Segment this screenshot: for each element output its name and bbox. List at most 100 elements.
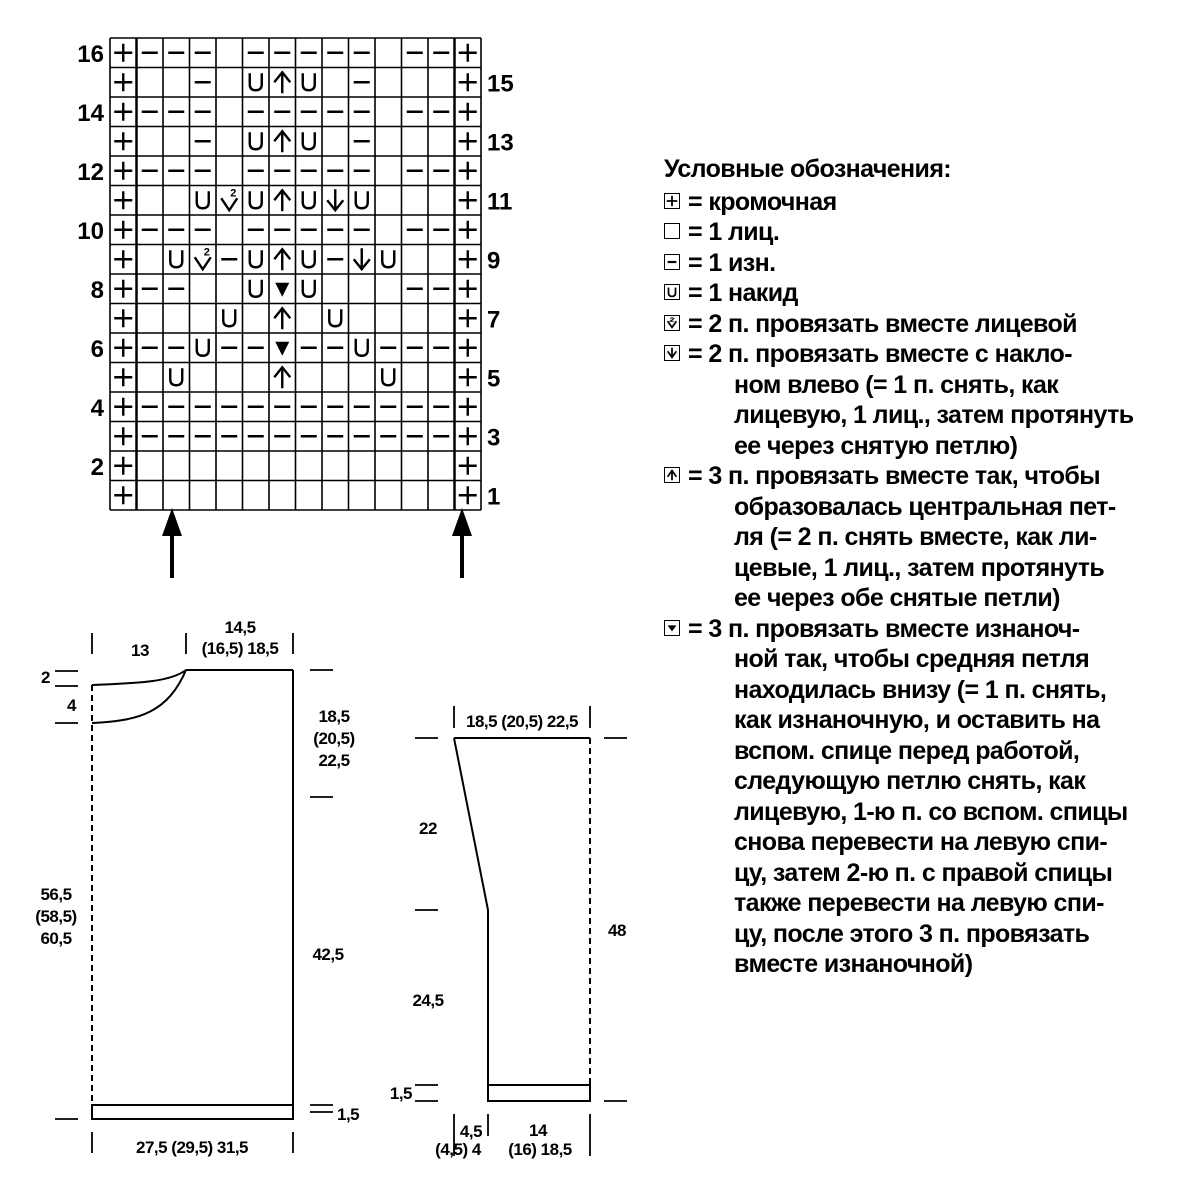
repeat-arrow-left bbox=[162, 508, 182, 578]
front-dimension-ticks bbox=[55, 633, 333, 1153]
sleeve-bottom-half-a: 4,5 bbox=[460, 1122, 482, 1141]
legend-text: ля (= 2 п. снять вместе, как ли- bbox=[734, 523, 1097, 551]
legend-item-ssk: = 2 п. провязать вместе с накло-ном влев… bbox=[664, 339, 1184, 461]
back-neckline bbox=[91, 669, 187, 686]
front-shoulder-width: 13 bbox=[131, 641, 149, 660]
legend-text: лицевую, 1 лиц., затем протянуть bbox=[734, 401, 1134, 429]
yarn-over-mark bbox=[301, 132, 316, 151]
yarn-over-mark bbox=[381, 250, 396, 269]
row-number-left: 4 bbox=[91, 395, 105, 422]
k2tog-mark: 2 bbox=[204, 246, 210, 258]
sleeve-bottom-width-a: 14 bbox=[529, 1121, 548, 1140]
legend-text: = 2 п. провязать вместе с накло- bbox=[688, 340, 1073, 368]
sleeve-schematic bbox=[415, 706, 627, 1156]
row-number-left: 10 bbox=[77, 218, 104, 245]
legend-text: ее через снятую петлю) bbox=[734, 431, 1018, 460]
yarn-over-mark bbox=[169, 368, 184, 387]
legend-item-yarn-over: = 1 накид bbox=[664, 278, 1184, 309]
legend-text: лицевую, 1-ю п. со вспом. спицы bbox=[734, 797, 1128, 826]
legend-item-purl-3tog: = 3 п. провязать вместе изнаноч-ной так,… bbox=[664, 614, 1184, 980]
yarn-over-mark bbox=[195, 338, 210, 357]
yarn-over-mark bbox=[301, 73, 316, 92]
central-3tog-icon bbox=[664, 467, 680, 483]
yarn-over-mark bbox=[248, 132, 263, 151]
legend-text: цу, затем 2-ю п. с правой спицы bbox=[734, 858, 1113, 887]
yarn-over-mark bbox=[301, 250, 316, 269]
legend-text: как изнаночную, и оставить на bbox=[734, 706, 1100, 734]
legend-text: образовалась центральная пет- bbox=[734, 492, 1116, 521]
legend-text: цу, после этого 3 п. провязать bbox=[734, 919, 1090, 948]
sleeve-cap-edge bbox=[453, 737, 489, 911]
yarn-over-mark bbox=[301, 279, 316, 298]
yarn-over-mark bbox=[354, 191, 369, 210]
k2tog-mark bbox=[193, 256, 212, 272]
yarn-over-mark bbox=[248, 250, 263, 269]
legend-item-knit: = 1 лиц. bbox=[664, 217, 1184, 248]
central-3tog-mark bbox=[273, 306, 292, 319]
edge-stitch-icon bbox=[664, 192, 680, 209]
row-number-right: 7 bbox=[487, 306, 500, 333]
row-number-right: 13 bbox=[487, 129, 514, 156]
yarn-over-mark bbox=[248, 279, 263, 298]
yarn-over-mark bbox=[354, 338, 369, 357]
row-number-left: 6 bbox=[91, 336, 104, 363]
yarn-over-mark bbox=[195, 191, 210, 210]
ssk-mark bbox=[352, 258, 371, 272]
ssk-icon bbox=[664, 345, 680, 361]
legend-text: находилась внизу (= 1 п. снять, bbox=[734, 675, 1107, 704]
legend-text: вместе изнаночной) bbox=[734, 950, 973, 978]
yarn-over-mark bbox=[381, 368, 396, 387]
knit-stitch-icon bbox=[664, 223, 680, 239]
central-3tog-mark bbox=[273, 70, 292, 83]
legend-text: цевые, 1 лиц., затем протянуть bbox=[734, 553, 1105, 582]
legend-text: ее через обе снятые петли) bbox=[734, 584, 1060, 612]
central-3tog-mark bbox=[273, 365, 292, 378]
row-number-left: 12 bbox=[77, 159, 104, 186]
purl-3tog-icon bbox=[664, 619, 680, 636]
k2tog-icon bbox=[664, 314, 680, 331]
purl-3tog-mark bbox=[275, 282, 290, 297]
row-number-left: 16 bbox=[77, 41, 104, 68]
row-number-right: 9 bbox=[487, 247, 500, 274]
front-width: 27,5 (29,5) 31,5 bbox=[136, 1138, 248, 1157]
legend-text: также перевести на левую спи- bbox=[734, 889, 1104, 917]
row-number-left: 8 bbox=[91, 277, 104, 304]
central-3tog-mark bbox=[273, 188, 292, 201]
legend-text: вспом. спице перед работой, bbox=[734, 736, 1080, 765]
legend-item-purl: = 1 изн. bbox=[664, 248, 1184, 279]
sleeve-dimension-labels: 18,5 (20,5) 22,5 22 24,5 48 1,5 4,5 (4,5… bbox=[390, 712, 627, 1159]
front-rib-band bbox=[91, 1104, 294, 1120]
sleeve-bottom-width-b: (16) 18,5 bbox=[508, 1140, 572, 1159]
legend-text: = 3 п. провязать вместе изнаноч- bbox=[688, 614, 1080, 643]
row-number-left: 14 bbox=[77, 100, 104, 127]
legend-item-k2tog: = 2 п. провязать вместе лицевой bbox=[664, 309, 1184, 340]
sleeve-dimension-ticks bbox=[415, 706, 627, 1156]
row-number-right: 1 bbox=[487, 483, 500, 510]
central-3tog-mark bbox=[273, 129, 292, 142]
stitch-chart: 22 bbox=[109, 37, 482, 511]
front-dimension-labels: 13 14,5 (16,5) 18,5 2 4 18,5 (20,5) 22,5… bbox=[35, 618, 359, 1157]
back-neck-drop: 2 bbox=[41, 668, 50, 687]
front-rib-height: 1,5 bbox=[337, 1105, 359, 1124]
total-length-b: (58,5) bbox=[35, 907, 76, 926]
sleeve-cap-height: 22 bbox=[419, 819, 437, 838]
central-3tog-mark bbox=[273, 247, 292, 260]
row-number-right: 5 bbox=[487, 365, 500, 392]
legend-text: = 3 п. провязать вместе так, чтобы bbox=[688, 462, 1101, 490]
legend-text: = 1 накид bbox=[688, 279, 798, 307]
legend-text: = кромочная bbox=[688, 187, 837, 216]
k2tog-mark: 2 bbox=[230, 187, 236, 199]
purl-stitch-icon bbox=[664, 253, 680, 270]
legend: Условные обозначения: = кромочная = 1 ли… bbox=[664, 154, 1184, 980]
yarn-over-mark bbox=[248, 73, 263, 92]
row-number-left: 2 bbox=[91, 454, 104, 481]
legend-text: снова перевести на левую спи- bbox=[734, 828, 1108, 856]
legend-title: Условные обозначения: bbox=[664, 155, 952, 183]
yarn-over-mark bbox=[169, 250, 184, 269]
legend-text: ном влево (= 1 п. снять, как bbox=[734, 370, 1059, 399]
armhole-depth-a: 18,5 bbox=[318, 707, 349, 726]
total-length-c: 60,5 bbox=[40, 929, 71, 948]
yarn-over-mark bbox=[222, 309, 237, 328]
yarn-over-icon bbox=[664, 284, 680, 300]
